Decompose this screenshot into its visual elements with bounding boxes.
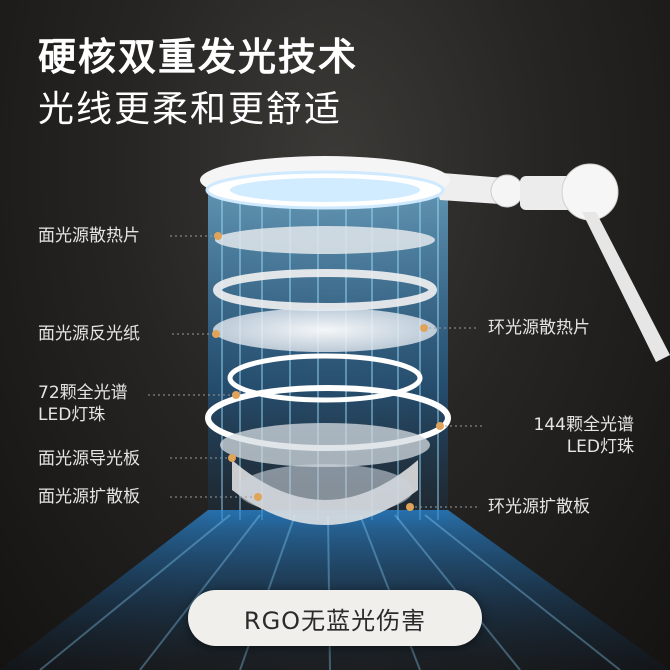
subheadline: 光线更柔和更舒适 [38, 89, 343, 130]
callout-dots [212, 232, 444, 511]
label-led-72: 72颗全光谱 LED灯珠 [38, 382, 128, 426]
leader-lines [148, 235, 484, 508]
label-reflector-paper: 面光源反光纸 [38, 324, 140, 344]
layer-led-ring-72 [227, 353, 423, 403]
layer-heat-sink-ring [213, 269, 437, 311]
label-led-144: 144颗全光谱 LED灯珠 [494, 414, 634, 458]
label-led-72-line1: 72颗全光谱 [38, 383, 128, 403]
lamp-head [200, 156, 450, 210]
headline: 硬核双重发光技术 [38, 35, 359, 79]
label-light-guide: 面光源导光板 [38, 449, 140, 469]
layer-reflector-paper [213, 308, 437, 352]
label-diffuser-ring: 环光源扩散板 [488, 497, 590, 517]
layer-diffuser-face [232, 460, 418, 525]
label-led-72-line2: LED灯珠 [38, 405, 106, 425]
label-led-144-line1: 144颗全光谱 [533, 415, 634, 435]
label-led-144-line2: LED灯珠 [566, 437, 634, 457]
label-heat-sink-face: 面光源散热片 [38, 226, 140, 246]
label-diffuser-face: 面光源扩散板 [38, 487, 140, 507]
layer-light-guide [220, 423, 430, 467]
label-heat-sink-ring: 环光源散热片 [488, 318, 590, 338]
lamp-arm [430, 163, 670, 362]
layer-heat-sink-face [215, 226, 435, 254]
rgo-badge: RGO无蓝光伤害 [188, 590, 482, 646]
